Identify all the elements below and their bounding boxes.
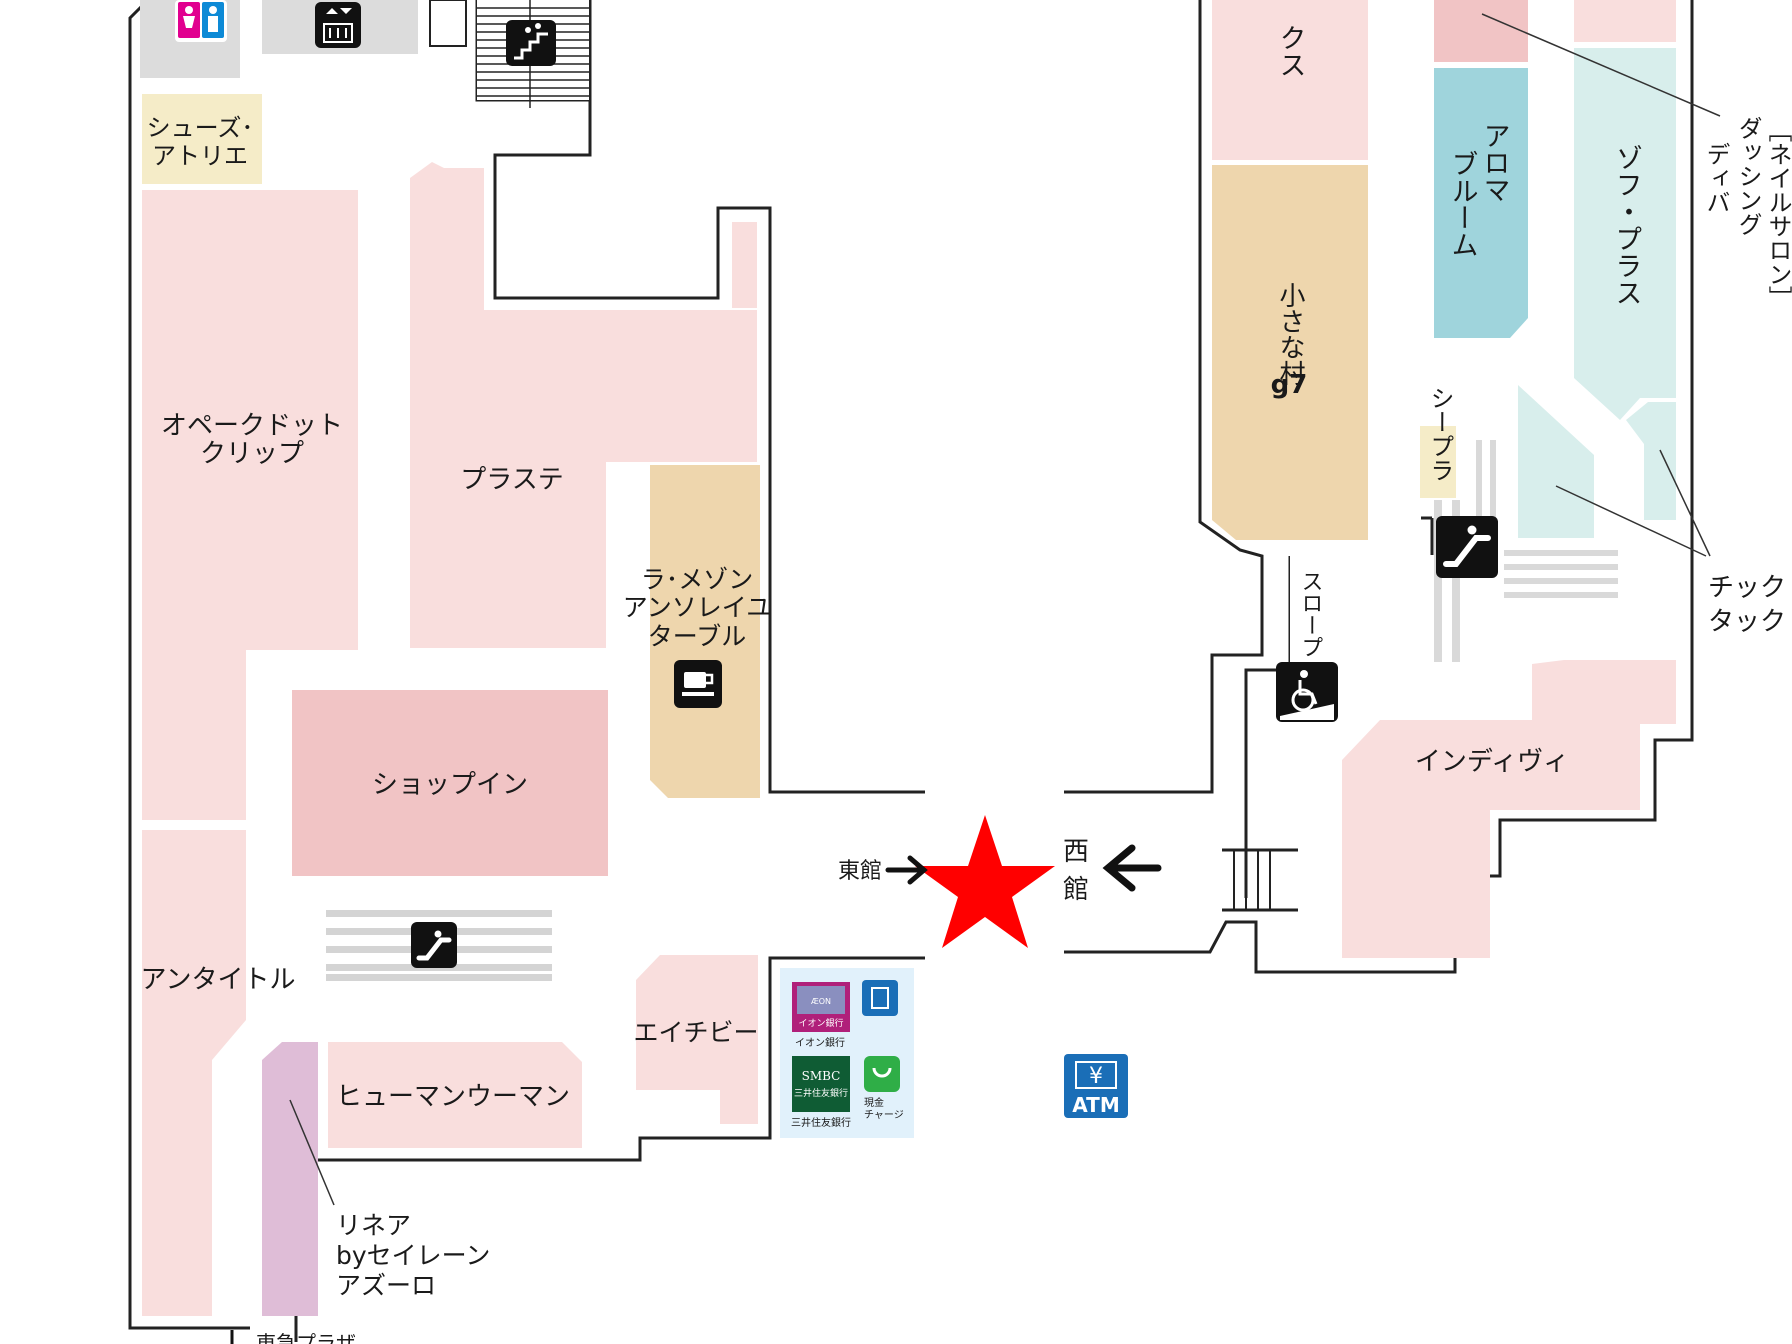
label-chicktack-1: チック	[1708, 573, 1786, 603]
label-nail-salon-3: ディバ	[1702, 142, 1730, 214]
label-shoes-atelier-1: シューズ･	[147, 114, 254, 142]
shop-plaste[interactable]	[410, 162, 757, 648]
label-slope: スロープ	[1298, 570, 1323, 658]
label-east-wing: 東館	[838, 859, 882, 884]
label-linea-3: アズーロ	[336, 1271, 436, 1300]
shop-nail-salon-area	[1434, 0, 1528, 62]
current-location-star	[915, 815, 1055, 948]
shop-la-maison[interactable]	[650, 465, 760, 798]
shop-aroma-bloom[interactable]	[1434, 68, 1528, 338]
label-la-maison-1: ラ･メゾン	[641, 565, 754, 594]
shop-chicktack-1[interactable]	[1518, 385, 1594, 538]
label-aroma-bloom-2: ブルーム	[1447, 150, 1478, 258]
cash-charge-2: チャージ	[864, 1109, 904, 1121]
shop-hb[interactable]	[636, 955, 758, 1124]
shop-shop-in[interactable]	[292, 690, 608, 876]
aeon-logo-text: ÆON	[811, 997, 831, 1006]
atm-panel	[780, 968, 914, 1138]
elevator-area	[262, 0, 418, 54]
label-hb: エイチビー	[633, 1018, 758, 1047]
shop-seapla[interactable]	[1420, 426, 1456, 498]
atm-sign-label: ATM	[1072, 1093, 1119, 1117]
stairs-area	[477, 0, 589, 108]
aeon-logo-name: イオン銀行	[798, 1017, 843, 1029]
label-x-partial: クス	[1275, 24, 1306, 78]
cash-charge-1: 現金	[864, 1096, 884, 1109]
label-la-maison-2: アンソレイユ	[623, 593, 772, 622]
atm-sign-yen: ¥	[1089, 1064, 1103, 1089]
shop-chiisana-mura[interactable]	[1212, 165, 1368, 540]
label-chicktack-2: タック	[1708, 607, 1786, 637]
label-opaque-clip-2: クリップ	[200, 439, 304, 469]
escalator-west	[1434, 440, 1618, 662]
smbc-caption: 三井住友銀行	[791, 1116, 851, 1129]
shop-top-right	[1574, 0, 1676, 42]
label-opaque-clip-1: オペークドット	[161, 411, 343, 441]
map-labels: シューズ･ アトリエ オペークドット クリップ プラステ ラ･メゾン アンソレイ…	[141, 114, 1787, 1344]
escalator-east	[326, 910, 552, 981]
label-la-maison-3: ターブル	[648, 622, 747, 651]
label-untitled: アンタイトル	[141, 965, 296, 995]
label-indivi: インディヴィ	[1415, 747, 1569, 777]
label-west-wing-2: 館	[1063, 875, 1089, 905]
label-linea-2: byセイレーン	[336, 1241, 490, 1270]
atm-small-icon	[862, 980, 898, 1016]
west-wing-arrow	[1102, 844, 1162, 892]
label-linea-1: リネア	[336, 1211, 411, 1240]
label-aroma-bloom-1: アロマ	[1479, 122, 1510, 203]
label-west-wing-1: 西	[1063, 837, 1089, 867]
shop-indivi[interactable]	[1342, 660, 1676, 958]
aeon-caption: イオン銀行	[795, 1036, 845, 1049]
shop-human-woman[interactable]	[328, 1042, 582, 1148]
shop-plaste-top	[732, 222, 757, 308]
label-seapla: シープラ	[1426, 386, 1454, 482]
label-zoff-plus: ゾフ・プラス	[1611, 144, 1642, 306]
label-human-woman: ヒューマンウーマン	[336, 1082, 570, 1112]
label-nail-salon-2: ダッシング	[1734, 116, 1762, 236]
smbc-logo-text: SMBC	[802, 1069, 841, 1083]
cafe-icon	[674, 660, 722, 708]
vertical-labels: クス 小さな村 g7 アロマ ブルーム ゾフ・プラス ［ネイルサロン］ ダッシン…	[1271, 24, 1792, 658]
shop-untitled[interactable]	[142, 830, 246, 1316]
slope-area	[1276, 556, 1338, 722]
smbc-logo-name: 三井住友銀行	[794, 1087, 848, 1099]
shop-chicktack-2[interactable]	[1626, 402, 1676, 520]
label-bottom-partial: 東急プラザ	[256, 1331, 356, 1344]
east-wing-arrow	[885, 855, 928, 885]
shop-opaque-clip[interactable]	[142, 190, 358, 820]
cash-charge-icon	[864, 1056, 900, 1092]
label-chiisana-mura-1: 小さな村	[1275, 282, 1305, 386]
shop-zoff-plus[interactable]	[1574, 48, 1676, 420]
shop-linea[interactable]	[262, 1042, 318, 1316]
smbc-logo	[792, 1056, 850, 1112]
label-shop-in: ショップイン	[372, 770, 528, 800]
label-chiisana-mura-2: g7	[1271, 370, 1308, 400]
shop-x-partial[interactable]	[1212, 0, 1368, 160]
atm-sign	[1064, 1054, 1128, 1118]
label-plaste: プラステ	[460, 465, 563, 495]
label-nail-salon-1: ［ネイルサロン］	[1764, 118, 1792, 310]
shop-shoes-atelier[interactable]	[142, 94, 262, 184]
restroom-area	[140, 0, 240, 78]
label-shoes-atelier-2: アトリエ	[152, 142, 248, 170]
